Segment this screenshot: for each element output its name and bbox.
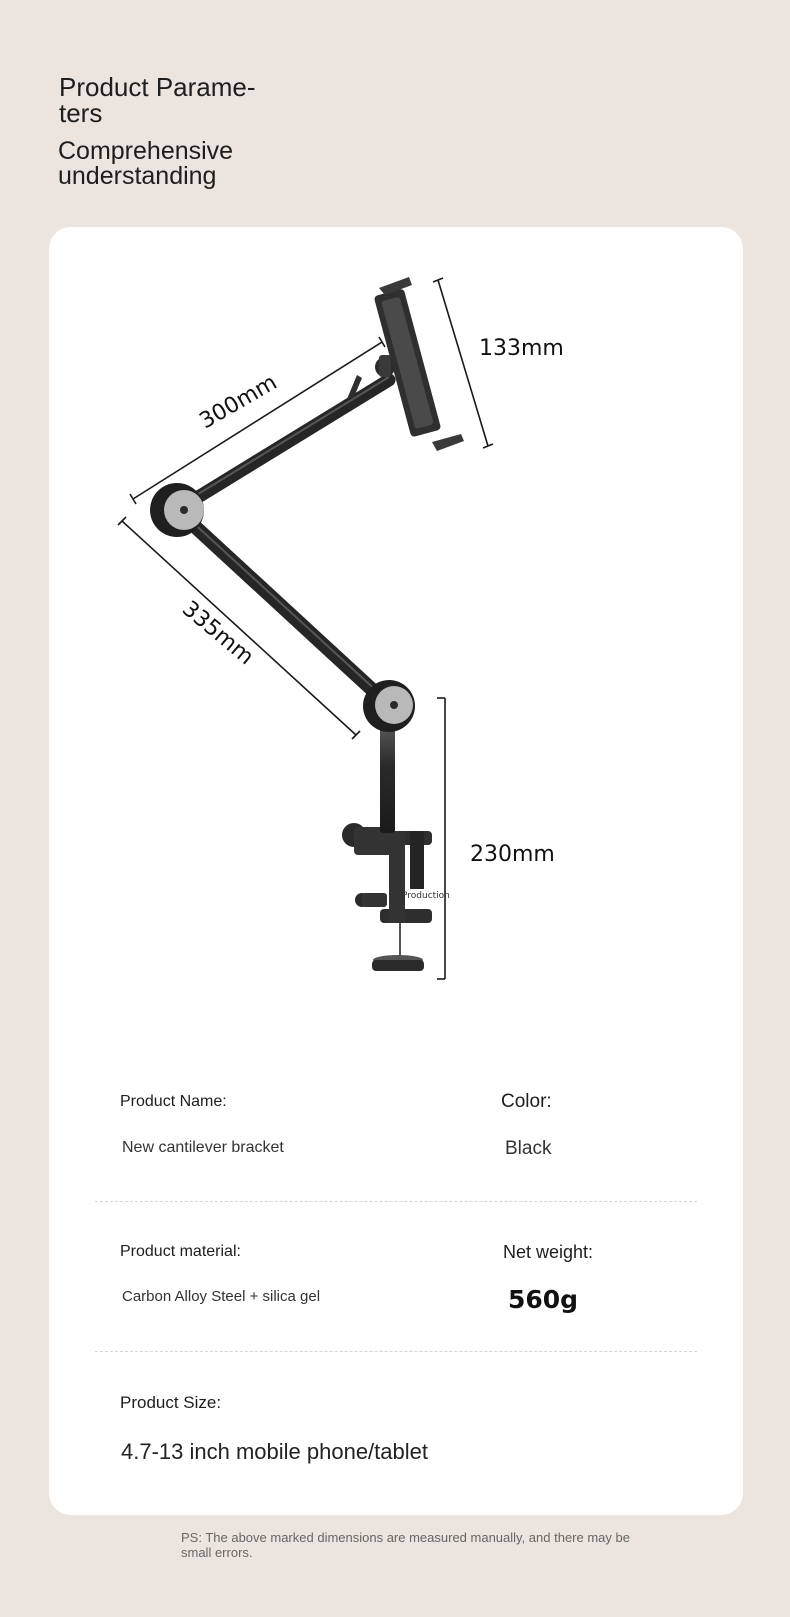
size-label: Product Size:	[120, 1393, 222, 1412]
material-value: Carbon Alloy Steel + silica gel	[122, 1288, 321, 1305]
product-name-label: Product Name:	[120, 1093, 227, 1110]
page-title-line1: Product Parame-	[59, 72, 256, 102]
size-value: 4.7-13 inch mobile phone/tablet	[121, 1439, 428, 1464]
watermark-text: Production	[402, 891, 450, 901]
dim-line-300	[132, 341, 383, 500]
lower-arm	[170, 503, 399, 715]
dim-label-230: 230mm	[470, 842, 555, 867]
joint-base	[363, 680, 415, 732]
product-name-value: New cantilever bracket	[122, 1139, 284, 1156]
dim-label-300: 300mm	[196, 370, 282, 434]
vertical-post	[380, 709, 395, 833]
footnote: PS: The above marked dimensions are meas…	[181, 1530, 630, 1560]
page-heading: Product Parame- ters Comprehensive under…	[58, 74, 289, 190]
dim-label-133: 133mm	[479, 336, 564, 361]
color-label: Color:	[501, 1091, 552, 1112]
bracket-dimension-diagram: 300mm 335mm 133mm 230mm Production	[117, 277, 564, 980]
dim-line-133	[437, 279, 489, 447]
tablet-holder	[374, 277, 464, 451]
dimension-lines	[117, 277, 494, 980]
parameters-card: 300mm 335mm 133mm 230mm Production Produ…	[49, 227, 743, 1515]
joint-elbow	[150, 483, 204, 537]
clamp-base	[342, 823, 432, 971]
page-subtitle: Comprehensive understanding	[58, 137, 234, 190]
page-title-line2: ters	[59, 98, 103, 128]
page-title: Product Parame- ters	[59, 74, 289, 126]
dim-line-335	[121, 520, 357, 736]
divider	[95, 1351, 697, 1352]
net-weight-label: Net weight:	[503, 1242, 594, 1262]
material-label: Product material:	[120, 1243, 241, 1260]
color-value: Black	[505, 1138, 552, 1159]
net-weight-value: 560g	[508, 1285, 579, 1314]
divider	[95, 1201, 697, 1202]
upper-arm	[170, 373, 396, 517]
